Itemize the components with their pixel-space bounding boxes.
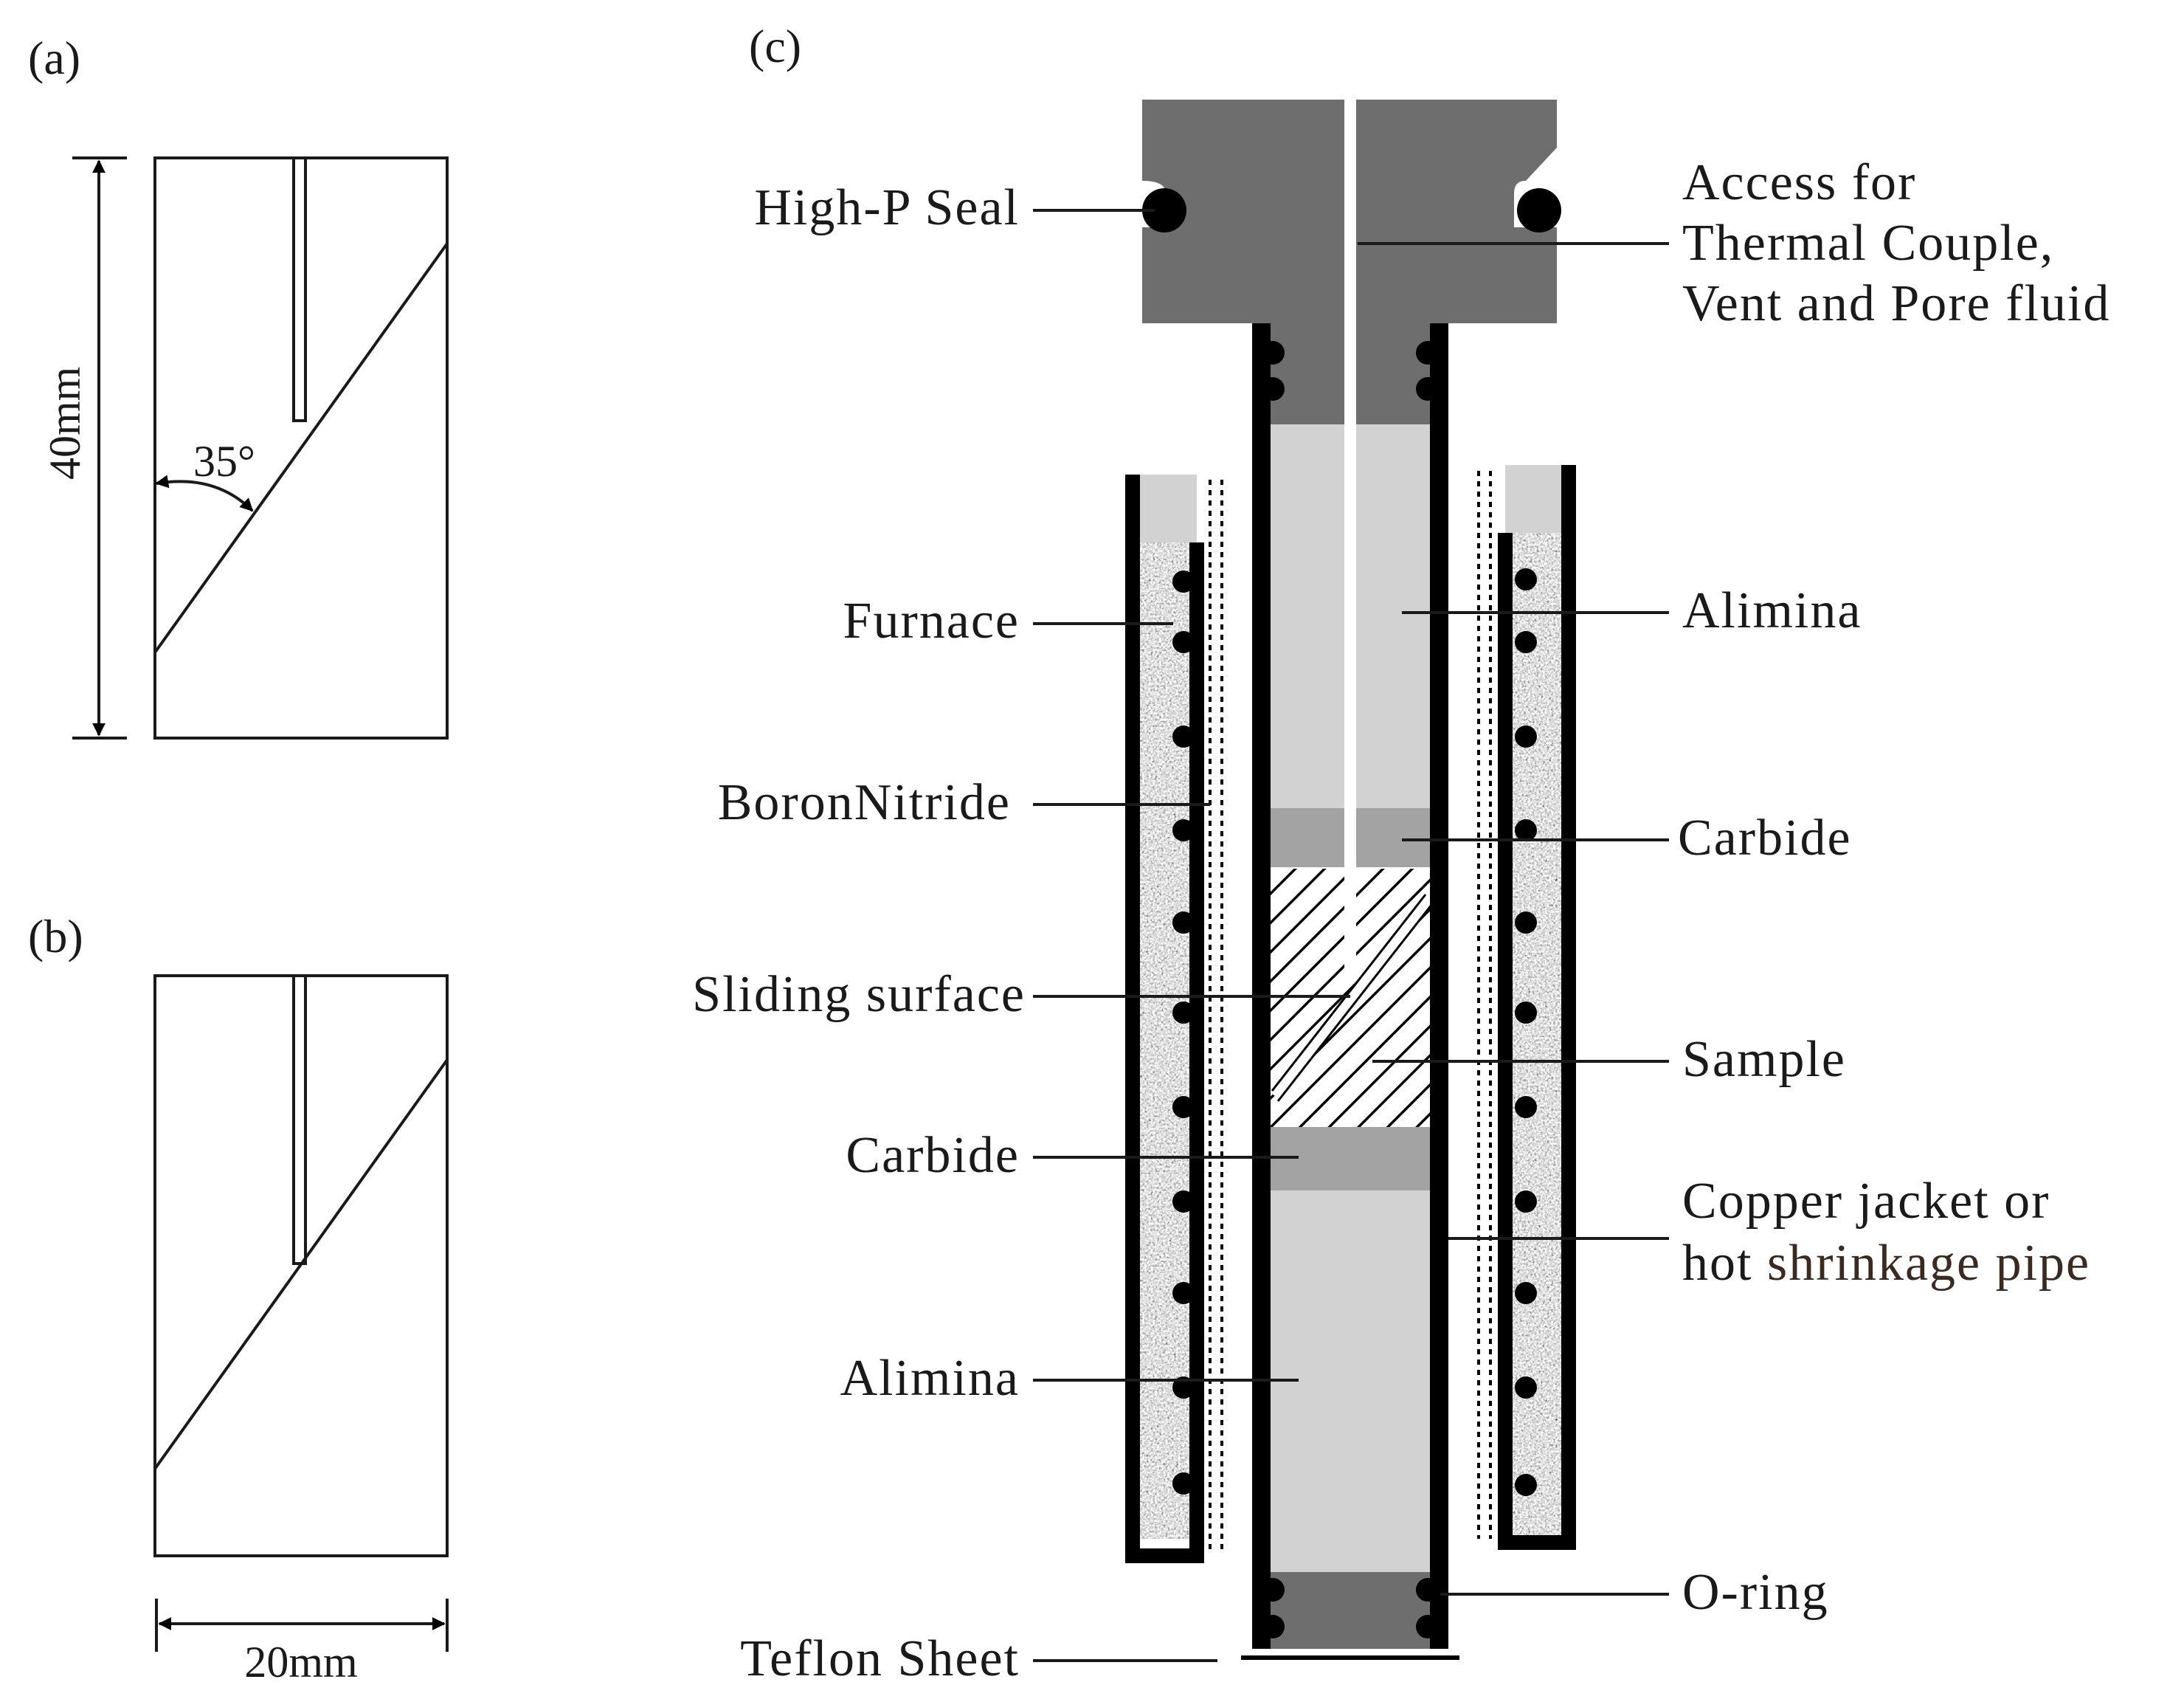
label-boron-nitride: BoronNitride	[718, 774, 1011, 831]
label-copper-line2-shrinkage: shrinkage pipe	[1767, 1235, 2090, 1292]
label-alimina-left: Alimina	[840, 1350, 1020, 1407]
furnace-right-frame	[1498, 465, 1576, 1550]
label-alimina-right: Alimina	[1682, 582, 1862, 639]
thermocouple-slot-a	[292, 156, 307, 422]
thermocouple-slot-b	[292, 974, 307, 1265]
furnace-right-insulation	[1505, 533, 1561, 1535]
label-carbide-right: Carbide	[1678, 810, 1852, 866]
label-o-ring: O-ring	[1682, 1564, 1829, 1621]
o-ring-top-right-1	[1416, 341, 1440, 365]
angle-arc	[155, 475, 254, 512]
furnace-right	[1477, 465, 1576, 1550]
sample-sketch-b: 20mm	[153, 974, 449, 1686]
sliding-surface	[1270, 895, 1434, 1100]
high-p-seal-right	[1517, 188, 1561, 232]
heater-coils-right	[1515, 568, 1537, 1496]
sliding-surface-edge-a	[1271, 894, 1427, 1092]
label-copper-line2: hot shrinkage pipe	[1682, 1235, 2090, 1292]
bottom-piston	[1271, 1572, 1430, 1649]
label-copper-line2-hot: hot	[1682, 1235, 1767, 1292]
label-teflon-sheet: Teflon Sheet	[740, 1630, 1020, 1687]
o-ring-top-left-2	[1261, 377, 1285, 401]
heater-coils-left	[1172, 571, 1195, 1495]
sample-bore	[1344, 869, 1356, 972]
jacket-wall-right	[1430, 323, 1448, 1649]
saw-cut-a	[153, 242, 449, 654]
panel-label-b: (b)	[28, 910, 83, 962]
label-furnace: Furnace	[843, 593, 1020, 649]
label-carbide-left: Carbide	[846, 1127, 1020, 1184]
furnace-left-insulation-lower	[1140, 813, 1197, 1539]
alumina-upper-left	[1271, 424, 1344, 808]
label-sample: Sample	[1682, 1031, 1846, 1088]
saw-cut-b	[153, 1058, 449, 1470]
label-high-p-seal: High-P Seal	[754, 179, 1020, 236]
pressure-vessel-assembly	[1033, 100, 1669, 1662]
o-ring-bottom-right-1	[1416, 1578, 1440, 1602]
alumina-upper-right	[1356, 424, 1430, 808]
furnace-left-frame	[1125, 475, 1204, 1563]
label-access-line2: Thermal Couple,	[1682, 215, 2054, 272]
high-p-seal-left	[1142, 188, 1186, 232]
o-ring-bottom-right-2	[1416, 1615, 1440, 1638]
height-label: 40mm	[41, 367, 89, 480]
carbide-upper-right	[1356, 808, 1430, 867]
o-ring-bottom-left-2	[1261, 1615, 1285, 1638]
o-ring-bottom-left-1	[1261, 1578, 1285, 1602]
furnace-right-top-plug	[1505, 465, 1561, 533]
width-label: 20mm	[244, 1638, 357, 1686]
panel-label-a: (a)	[28, 32, 80, 84]
sample-sketch-a: 35° 40mm	[41, 156, 449, 740]
o-ring-top-left-1	[1261, 341, 1285, 365]
o-ring-top-right-2	[1416, 377, 1440, 401]
angle-label: 35°	[193, 437, 255, 486]
label-copper-line1: Copper jacket or	[1682, 1173, 2050, 1230]
label-access-line1: Access for	[1682, 154, 1916, 211]
label-access-line3: Vent and Pore fluid	[1682, 275, 2110, 332]
jacket-wall-left	[1252, 323, 1271, 1649]
top-piston-left	[1142, 100, 1344, 424]
label-sliding-surface: Sliding surface	[692, 966, 1026, 1023]
top-piston-right	[1356, 100, 1557, 424]
carbide-upper-left	[1271, 808, 1344, 867]
sliding-surface-edge-b	[1276, 904, 1433, 1102]
furnace-left-top-plug	[1140, 475, 1197, 542]
panel-label-c: (c)	[749, 20, 801, 72]
furnace-left	[1125, 475, 1223, 1563]
